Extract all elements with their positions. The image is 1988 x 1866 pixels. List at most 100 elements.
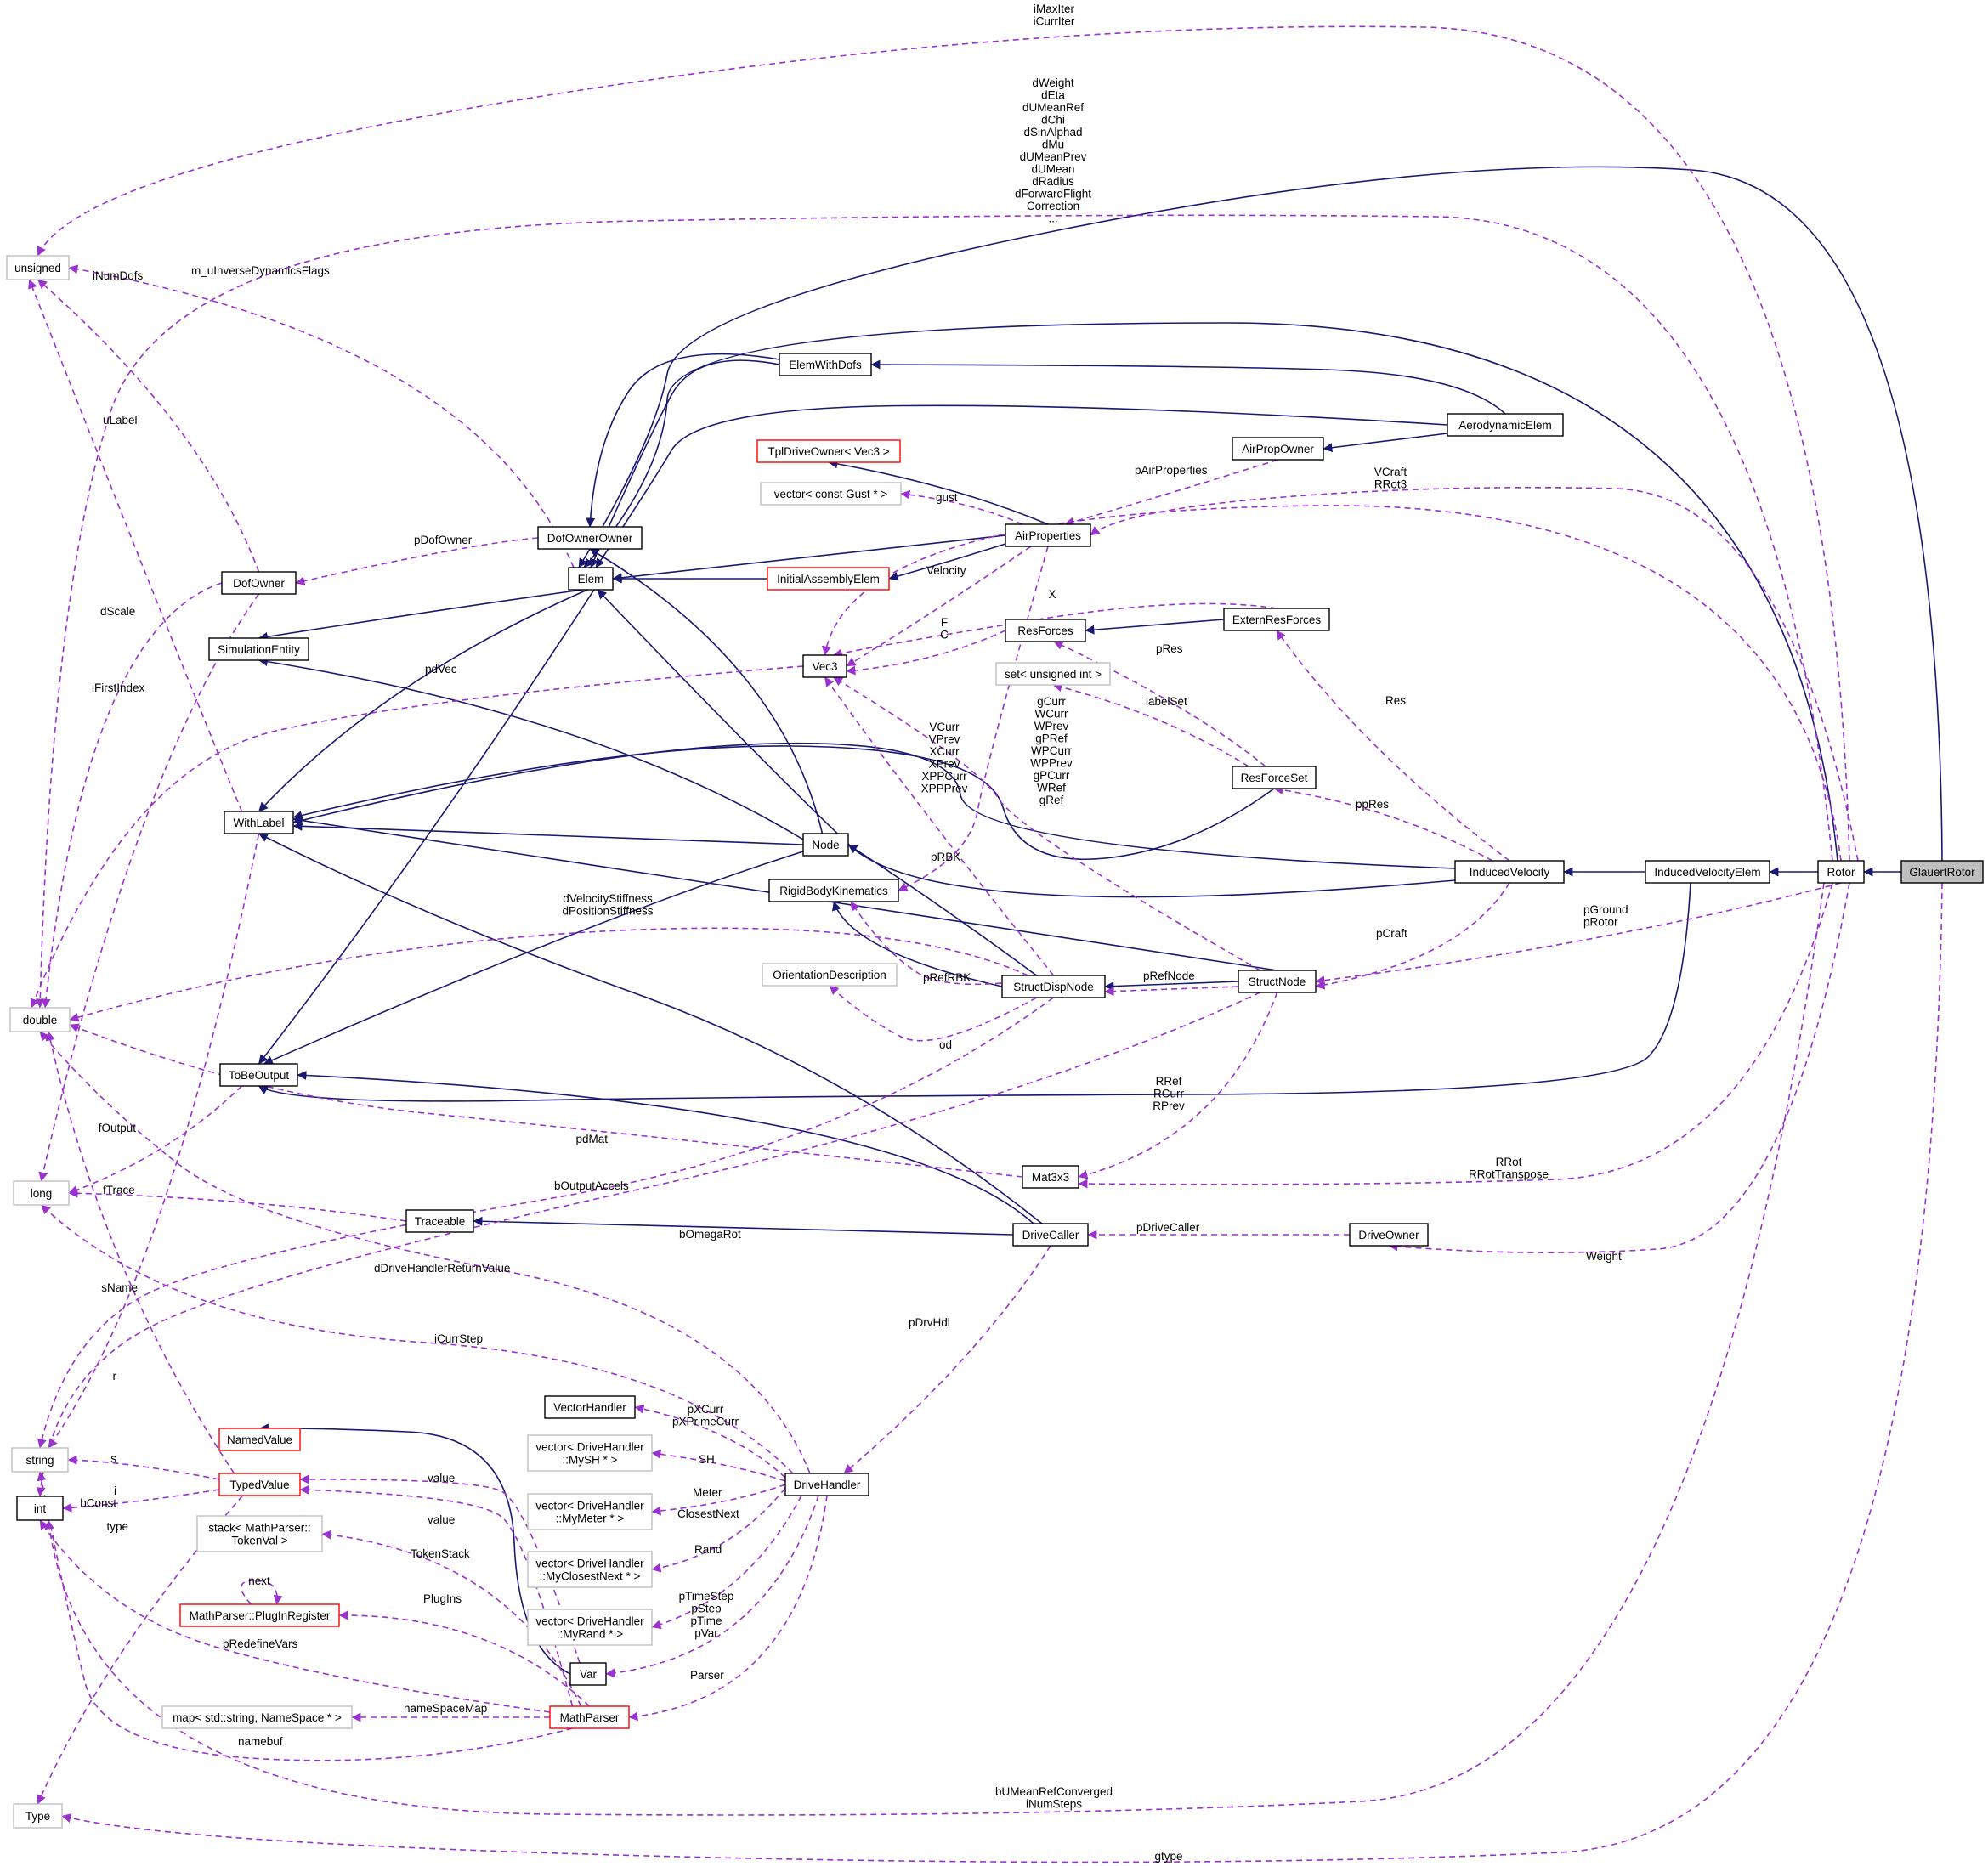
node-induced-velocity[interactable]: InducedVelocity	[1454, 860, 1565, 884]
node-map-name-space[interactable]: map< std::string, NameSpace * >	[161, 1705, 353, 1729]
node-extern-res-forces[interactable]: ExternResForces	[1223, 608, 1330, 631]
node-struct-disp-node[interactable]: StructDispNode	[1001, 975, 1106, 998]
node-label: long	[31, 1187, 53, 1200]
edge-air-properties-inherits-initial-assembly	[888, 543, 1006, 581]
edge-drive-caller-inherits-to-be-output	[297, 1071, 1034, 1224]
node-induced-velocity-elem[interactable]: InducedVelocityElem	[1645, 860, 1770, 884]
edge-induced-velocity-elem-inherits-to-be-output	[258, 882, 1691, 1102]
edge-dof-owner-uses-double	[41, 582, 223, 1009]
edge-label-gust: gust	[936, 491, 958, 504]
edge-elem-inherits-simulation-entity	[258, 589, 583, 642]
node-vector-my-meter[interactable]: vector< DriveHandler::MyMeter * >	[527, 1493, 653, 1530]
node-double[interactable]: double	[9, 1007, 71, 1032]
node-to-be-output[interactable]: ToBeOutput	[219, 1063, 298, 1087]
node-vector-my-sh[interactable]: vector< DriveHandler::MySH * >	[527, 1434, 653, 1472]
node-vec3[interactable]: Vec3	[802, 654, 847, 678]
edge-label-m_uinversedynamicsflags: m_uInverseDynamicsFlags	[191, 264, 330, 277]
node-res-force-set[interactable]: ResForceSet	[1232, 766, 1317, 789]
edge-label-od: od	[939, 1038, 952, 1051]
edge-label-pdofowner: pDofOwner	[414, 534, 473, 546]
edge-air-prop-owner-uses-air-properties	[1064, 459, 1278, 527]
edge-drive-handler-uses-var	[605, 1495, 819, 1678]
node-rigid-body-kinematics[interactable]: RigidBodyKinematics	[768, 879, 899, 902]
node-label: ExternResForces	[1232, 614, 1322, 626]
node-aerodynamic-elem[interactable]: AerodynamicElem	[1447, 413, 1564, 437]
node-type[interactable]: Type	[13, 1803, 63, 1829]
edge-rotor-uses-drive-owner	[1388, 882, 1850, 1253]
edge-label-plugins: PlugIns	[423, 1592, 462, 1605]
node-with-label[interactable]: WithLabel	[224, 811, 294, 834]
node-long[interactable]: long	[13, 1180, 70, 1206]
node-label: MathParser	[560, 1711, 620, 1724]
node-dof-owner[interactable]: DofOwner	[221, 571, 297, 595]
node-label: MathParser::PlugInRegister	[190, 1609, 331, 1622]
node-drive-caller[interactable]: DriveCaller	[1012, 1223, 1089, 1247]
node-set-unsigned-int[interactable]: set< unsigned int >	[995, 662, 1111, 686]
edge-drive-handler-uses-vector-handler	[634, 1404, 786, 1479]
node-rotor[interactable]: Rotor	[1817, 860, 1865, 884]
node-named-value[interactable]: NamedValue	[218, 1428, 301, 1451]
edge-drive-handler-uses-vector-myclosestnext	[651, 1487, 786, 1573]
edge-label-ftrace: fTrace	[103, 1184, 135, 1196]
edge-vec3-uses-double	[30, 665, 804, 1009]
node-var[interactable]: Var	[569, 1662, 607, 1686]
node-simulation-entity[interactable]: SimulationEntity	[208, 637, 309, 661]
node-dof-owner-owner[interactable]: DofOwnerOwner	[537, 526, 643, 550]
edge-label-foutput: fOutput	[99, 1122, 137, 1134]
node-glauert-rotor[interactable]: GlauertRotor	[1900, 860, 1984, 884]
node-node[interactable]: Node	[802, 833, 849, 857]
edge-dof-owner-owner-uses-dof-owner	[295, 537, 539, 586]
edge-elem-with-dofs-inherits-dof-owner-owner	[586, 353, 780, 528]
edge-struct-disp-node-uses-vec3	[824, 676, 1055, 976]
node-initial-assembly-elem[interactable]: InitialAssemblyElem	[767, 567, 890, 591]
edge-air-properties-uses-vector-gust	[900, 489, 1023, 525]
node-air-properties[interactable]: AirProperties	[1005, 523, 1091, 547]
node-plug-in-register[interactable]: MathParser::PlugInRegister	[179, 1603, 340, 1627]
edge-struct-disp-node-inherits-node	[847, 844, 1037, 976]
node-label: Traceable	[415, 1215, 466, 1228]
node-string[interactable]: string	[11, 1447, 69, 1473]
edge-drive-handler-uses-vector-myrand	[651, 1495, 802, 1630]
edge-math-parser-uses-stack-tokenval	[321, 1530, 582, 1707]
edge-math-parser-uses-plugin-register	[338, 1610, 591, 1707]
node-tpl-drive-owner[interactable]: TplDriveOwner< Vec3 >	[756, 439, 901, 463]
node-drive-handler[interactable]: DriveHandler	[784, 1473, 869, 1496]
node-air-prop-owner[interactable]: AirPropOwner	[1232, 437, 1324, 461]
edge-rotor-inherits-elem	[583, 322, 1838, 862]
node-stack-token-val[interactable]: stack< MathParser::TokenVal >	[196, 1515, 323, 1552]
node-int[interactable]: int	[16, 1496, 64, 1521]
node-elem[interactable]: Elem	[568, 567, 614, 591]
node-mat3x3[interactable]: Mat3x3	[1022, 1165, 1079, 1189]
node-struct-node[interactable]: StructNode	[1238, 970, 1317, 993]
edge-label-pdmat: pdMat	[575, 1133, 608, 1145]
node-vector-gust[interactable]: vector< const Gust * >	[760, 482, 902, 506]
node-vector-handler[interactable]: VectorHandler	[544, 1395, 636, 1419]
node-label: DriveOwner	[1358, 1229, 1419, 1241]
edge-typed-value-uses-double	[45, 1031, 235, 1474]
node-label: SimulationEntity	[218, 643, 300, 656]
node-res-forces[interactable]: ResForces	[1005, 619, 1086, 642]
edge-glauert-rotor-uses-type	[61, 882, 1943, 1863]
node-traceable[interactable]: Traceable	[405, 1209, 474, 1233]
node-label: string	[25, 1454, 54, 1467]
edge-elem-inherits-to-be-output	[258, 589, 595, 1065]
node-unsigned[interactable]: unsigned	[6, 255, 70, 280]
node-drive-owner[interactable]: DriveOwner	[1349, 1223, 1429, 1247]
edge-label-namespacemap: nameSpaceMap	[404, 1702, 487, 1715]
edge-glauert-rotor-inherits-elem	[578, 166, 1943, 862]
node-typed-value[interactable]: TypedValue	[218, 1473, 301, 1496]
node-vector-my-rand[interactable]: vector< DriveHandler::MyRand * >	[527, 1609, 653, 1646]
node-math-parser[interactable]: MathParser	[549, 1705, 630, 1729]
node-orientation-description[interactable]: OrientationDescription	[762, 963, 898, 987]
node-elem-with-dofs[interactable]: ElemWithDofs	[779, 353, 872, 376]
edge-res-force-set-uses-set-unsigned	[1052, 682, 1249, 767]
edge-drive-handler-uses-double	[39, 1031, 811, 1474]
node-vector-my-closest-next[interactable]: vector< DriveHandler::MyClosestNext * >	[527, 1551, 653, 1588]
edge-struct-disp-node-inherits-rbk	[831, 901, 1003, 987]
edge-label-labelset: labelSet	[1146, 695, 1187, 708]
